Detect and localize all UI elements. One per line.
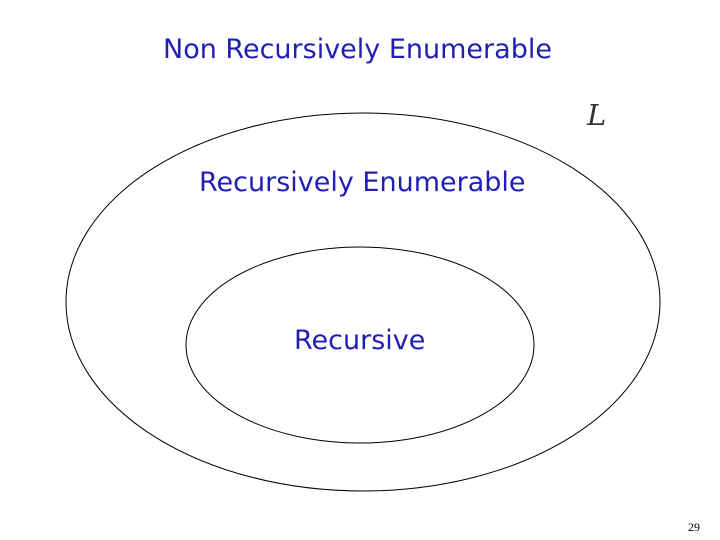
- page-number: 29: [688, 520, 700, 534]
- language-symbol: L: [587, 98, 607, 132]
- slide-title: Non Recursively Enumerable: [163, 34, 552, 65]
- recursively-enumerable-ellipse: [65, 112, 661, 492]
- recursive-label: Recursive: [294, 325, 426, 356]
- recursively-enumerable-label: Recursively Enumerable: [199, 167, 526, 198]
- recursive-ellipse: [185, 246, 535, 444]
